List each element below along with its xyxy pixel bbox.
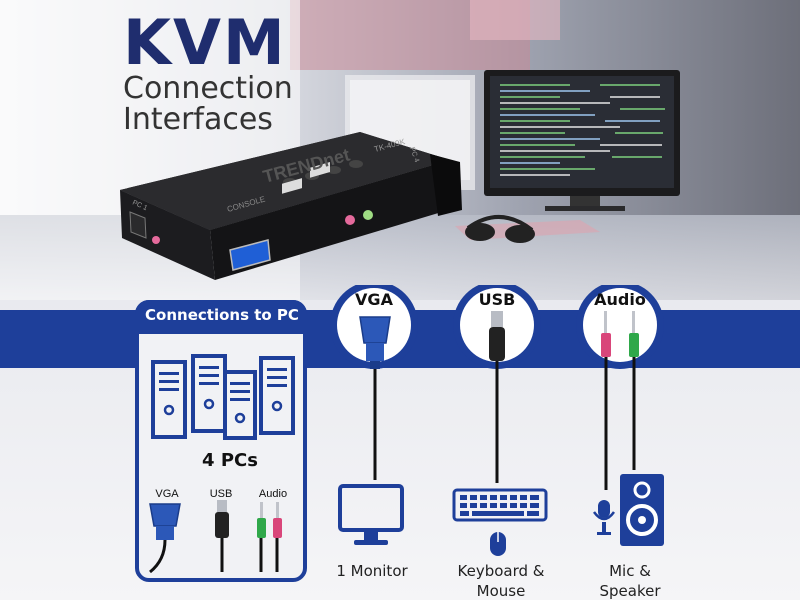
monitor-label: 1 Monitor (336, 562, 408, 580)
audio-label: Audio (594, 290, 646, 309)
usb-interface: USB (452, 290, 542, 310)
title-kvm: KVM (123, 6, 287, 79)
mic-speaker-label: Mic & Speaker (599, 562, 661, 600)
vga-label: VGA (355, 290, 393, 309)
mini-audio-label: Audio (258, 488, 288, 500)
mini-usb-label: USB (209, 488, 233, 500)
pc4-port-label: PC 4 (408, 146, 420, 163)
pc-cables-icon (149, 500, 282, 574)
panel-title: Connections to PC (145, 306, 299, 324)
title-interfaces: Interfaces (123, 102, 273, 137)
vga-interface: VGA (329, 290, 419, 310)
keyboard-mouse-label: Keyboard & Mouse (457, 562, 545, 600)
mic-icon (592, 500, 616, 535)
title-connection: Connection (123, 71, 293, 106)
mini-vga-label: VGA (155, 488, 179, 500)
usb-label: USB (478, 290, 516, 309)
panel-header (135, 300, 307, 334)
monitor-icon (338, 484, 404, 545)
audio-interface: Audio (575, 290, 665, 310)
keyboard-mouse-icon (452, 488, 548, 556)
pc-count-label: 4 PCs (202, 450, 258, 471)
interfaces-diagram (330, 285, 664, 490)
mic-speaker-icon (592, 474, 664, 546)
speaker-icon (620, 474, 664, 546)
pc-towers-icon (151, 354, 295, 440)
kvm-switch-device: CONSOLE TRENDnet TK-409K PC 1 PC 4 (120, 132, 462, 280)
